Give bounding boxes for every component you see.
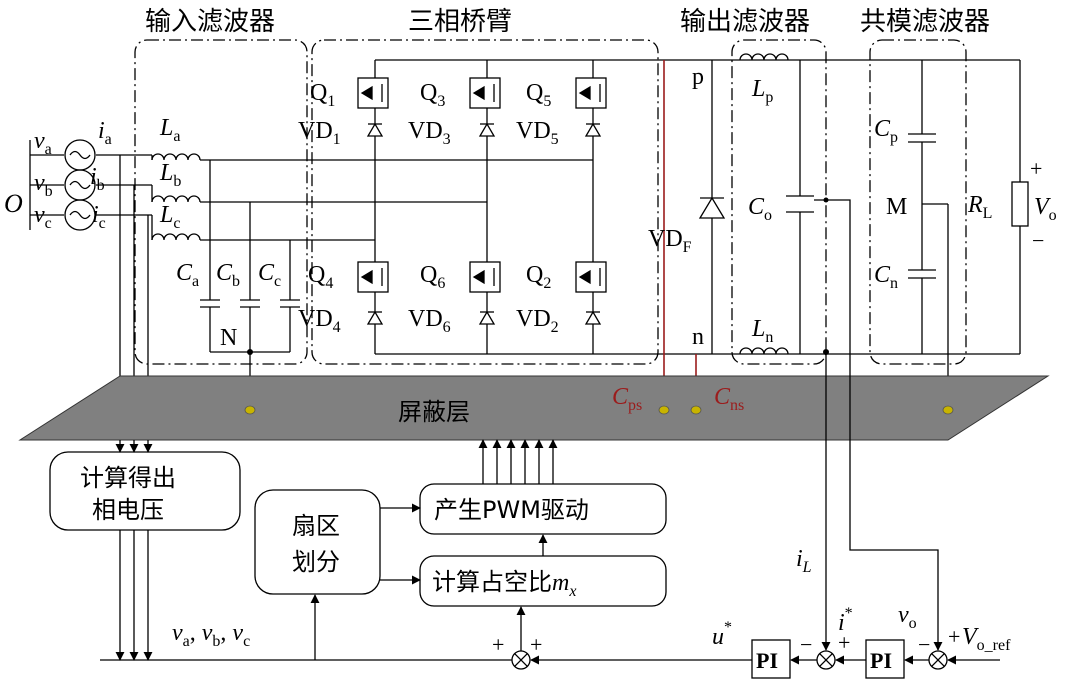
ic-label: ic (92, 202, 106, 232)
Q6-label: Q6 (420, 262, 445, 292)
pwm-label: 产生PWM驱动 (434, 496, 589, 524)
VD2-label: VD2 (516, 306, 559, 336)
Vo-label: Vo (1034, 194, 1057, 224)
shield-layer (18, 375, 1050, 441)
Cns-label: Cns (714, 384, 744, 414)
La-coil-icon (151, 153, 201, 161)
VD4-label: VD4 (298, 306, 341, 336)
output-filter-title: 输出滤波器 (680, 7, 810, 37)
n-label: n (692, 324, 704, 350)
VD2-icon (584, 310, 602, 325)
sum3-plus: + (948, 624, 960, 649)
origin-label: O (4, 189, 23, 218)
Ca-label: Ca (176, 260, 199, 290)
VD6-icon (478, 310, 496, 325)
VDF-label: VDF (648, 226, 692, 256)
La-label: La (159, 115, 180, 145)
Vo-minus-label: − (1032, 228, 1044, 253)
Lp-label: Lp (751, 76, 773, 106)
VD3-label: VD3 (408, 118, 451, 148)
pi1-label: PI (756, 648, 778, 673)
Lb-coil-icon (151, 195, 201, 203)
sector-line1: 扇区 (292, 512, 340, 540)
pi2-label: PI (870, 648, 892, 673)
ib-label: ib (90, 164, 105, 194)
ac-sources (64, 139, 96, 231)
calc-phase-line2: 相电压 (92, 496, 164, 524)
VDF-icon (698, 196, 726, 219)
M-label: M (886, 194, 907, 220)
sum3-minus: − (918, 632, 930, 657)
vb-label: vb (34, 170, 53, 200)
source-c-icon (64, 199, 96, 231)
u-star-label: u* (712, 619, 732, 650)
Ln-coil-icon (739, 347, 789, 355)
calc-phase-line1: 计算得出 (80, 464, 176, 492)
sum1-plus-left: + (492, 632, 504, 657)
sum2-minus: − (800, 632, 812, 657)
input-filter-title: 输入滤波器 (145, 7, 275, 37)
ground-points (244, 405, 954, 415)
switches (357, 77, 607, 293)
duty-label: 计算占空比mx (432, 568, 576, 600)
Lp-coil-icon (739, 53, 789, 61)
cm-filter-frame (869, 39, 967, 365)
cm-filter-title: 共模滤波器 (860, 7, 990, 37)
shield-label: 屏蔽层 (398, 398, 470, 426)
VD1-icon (366, 122, 384, 137)
VD6-label: VD6 (408, 306, 451, 336)
iL-label: iL (796, 546, 812, 576)
phase-voltages-label: va,vb,vc (172, 620, 250, 650)
Q5-label: Q5 (526, 80, 551, 110)
sum1-plus-right: + (530, 632, 542, 657)
VD4-icon (366, 310, 384, 325)
Q4-label: Q4 (308, 262, 333, 292)
Co-label: Co (748, 194, 772, 224)
VD5-icon (584, 122, 602, 137)
Lc-label: Lc (159, 202, 180, 232)
sector-line2: 划分 (292, 548, 340, 576)
p-label: p (692, 64, 704, 90)
Cc-label: Cc (258, 260, 281, 290)
output-filter-frame (731, 39, 827, 365)
Q2-label: Q2 (526, 262, 551, 292)
Cp-label: Cp (874, 116, 898, 146)
N-label: N (220, 325, 237, 351)
Q3-label: Q3 (420, 80, 445, 110)
vc-label: vc (34, 202, 52, 232)
VD3-icon (478, 122, 496, 137)
VD5-label: VD5 (516, 118, 559, 148)
pi1-block (751, 639, 791, 679)
Cps-label: Cps (612, 384, 642, 414)
control-wiring (100, 199, 1000, 665)
vref-label: Vo_ref (962, 624, 1011, 654)
diodes (366, 122, 726, 325)
i-star-label: i* (838, 605, 853, 636)
bridge-title: 三相桥臂 (408, 7, 512, 37)
Lc-coil-icon (151, 233, 201, 241)
sector-block (254, 489, 381, 595)
va-label: va (34, 128, 52, 158)
vo-feedback-label: vo (898, 602, 917, 632)
RL-label: RL (967, 192, 992, 222)
Lb-label: Lb (159, 160, 181, 190)
VD1-label: VD1 (298, 118, 341, 148)
Q1-icon (357, 77, 389, 109)
Cb-label: Cb (216, 260, 240, 290)
sum2-plus: + (838, 630, 850, 655)
Vo-plus-label: + (1030, 156, 1042, 181)
inductors (151, 53, 789, 355)
ia-label: ia (98, 118, 112, 148)
power-wiring (29, 59, 1029, 440)
pi2-block (865, 639, 905, 679)
Ln-label: Ln (751, 316, 773, 346)
Cn-label: Cn (874, 262, 898, 292)
Q1-label: Q1 (310, 80, 335, 110)
